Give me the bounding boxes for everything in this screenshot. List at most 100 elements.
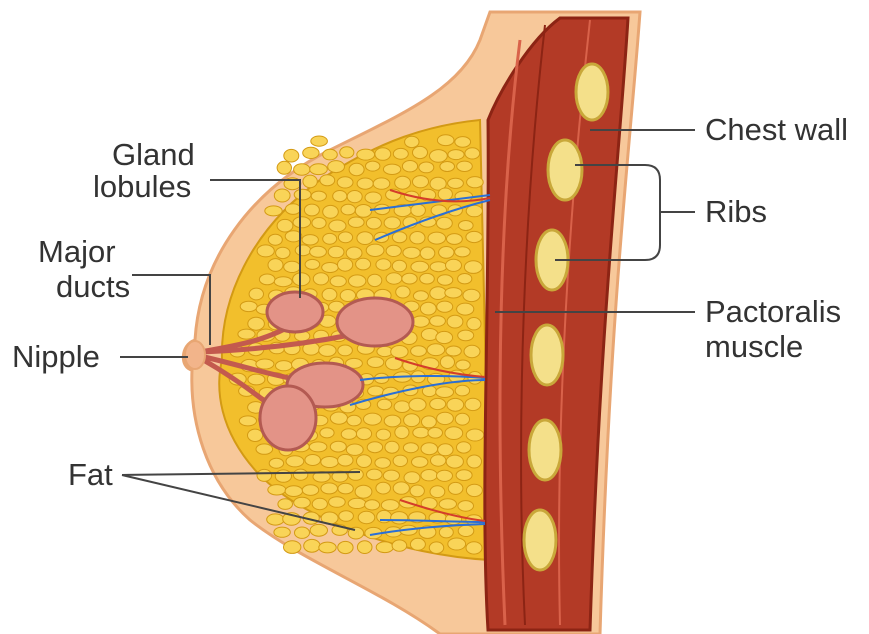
fat-cell [238, 329, 255, 339]
fat-cell [322, 263, 339, 273]
fat-cell [430, 316, 446, 327]
fat-cell [430, 262, 447, 272]
fat-cell [448, 150, 464, 160]
fat-cell [456, 470, 472, 481]
fat-cell [386, 273, 402, 284]
fat-cell [348, 469, 363, 481]
fat-cell [310, 524, 327, 536]
fat-cell [373, 178, 390, 189]
fat-cell [402, 273, 417, 284]
major-ducts-label: Major [38, 234, 116, 269]
fat-cell [455, 247, 471, 257]
fat-cell [393, 455, 407, 466]
fat-cell [268, 259, 283, 272]
fat-cell [446, 455, 463, 468]
fat-cell [323, 205, 339, 218]
fat-cell [330, 276, 346, 287]
rib [529, 420, 561, 480]
fat-cell [355, 205, 371, 218]
fat-cell [338, 232, 352, 243]
nipple-label: Nipple [12, 339, 100, 374]
fat-cell [367, 469, 383, 480]
fat-cell [411, 261, 429, 272]
fat-cell [269, 458, 283, 468]
fat-cell [392, 540, 407, 551]
fat-cell [420, 302, 436, 315]
fat-cell [294, 189, 311, 200]
fat-cell [312, 498, 327, 509]
fat-cell [302, 485, 318, 496]
fat-cell [239, 416, 256, 426]
fat-cell [368, 274, 382, 286]
chest-wall-label: Chest wall [705, 112, 848, 147]
fat-cell [437, 275, 452, 285]
fat-cell [257, 245, 274, 257]
fat-cell [467, 318, 481, 330]
fat-cell [265, 206, 282, 216]
fat-cell [409, 398, 426, 411]
fat-cell [312, 218, 326, 229]
fat-cell [463, 289, 480, 301]
fat-cell [303, 147, 319, 158]
fat-cell [437, 470, 453, 481]
fat-cell [304, 539, 320, 552]
fat-cell [448, 538, 466, 550]
fat-cell [410, 538, 425, 550]
fat-cell [319, 345, 336, 357]
fat-cell [274, 189, 290, 202]
fat-cell [413, 427, 429, 438]
fat-cell [421, 470, 437, 481]
fat-cell [347, 191, 362, 203]
fat-cell [394, 401, 410, 413]
fat-cell [365, 192, 381, 203]
fat-cell [328, 161, 345, 173]
fat-cell [420, 247, 435, 259]
ribs-label: Ribs [705, 194, 767, 229]
fat-cell [248, 317, 265, 330]
fat-cell [294, 497, 311, 508]
fat-cell [323, 233, 337, 244]
fat-cell [256, 359, 274, 369]
fat-cell [284, 261, 301, 272]
fat-cell [466, 205, 482, 217]
fat-cell [448, 482, 463, 494]
fat-cell [439, 499, 456, 509]
fat-cell [447, 315, 463, 328]
fat-cell [337, 177, 353, 188]
fat-cell [447, 398, 464, 411]
fat-cell [455, 413, 469, 425]
fat-cell [420, 273, 435, 284]
fat-cell [385, 441, 399, 453]
fat-cell [458, 274, 472, 284]
fat-cell [467, 455, 482, 468]
fat-cell [268, 234, 282, 245]
fat-cell [438, 188, 452, 200]
fat-cell [267, 514, 284, 525]
fat-cell [358, 511, 375, 523]
fat-cell [457, 303, 474, 315]
fat-cell [375, 148, 391, 161]
fat-label: Fat [68, 457, 113, 492]
fat-cell [465, 398, 481, 410]
fat-cell [310, 246, 327, 257]
fat-cell [377, 399, 391, 410]
fat-cell [422, 416, 437, 428]
fat-cell [456, 360, 470, 370]
fat-cell [341, 429, 356, 440]
fat-cell [311, 191, 326, 201]
nipple [185, 341, 205, 369]
fat-cell [346, 247, 362, 259]
fat-cell [340, 147, 354, 158]
fat-cell [411, 204, 426, 216]
fat-cell [458, 501, 474, 512]
fat-cell [293, 273, 310, 286]
fat-cell [396, 286, 410, 298]
fat-cell [311, 136, 328, 146]
fat-cell [268, 485, 286, 495]
fat-cell [429, 542, 443, 554]
fat-cell [304, 204, 319, 216]
fat-cell [240, 301, 257, 311]
fat-cell [319, 542, 336, 553]
fat-cell [367, 442, 382, 453]
fat-cell [248, 429, 263, 441]
